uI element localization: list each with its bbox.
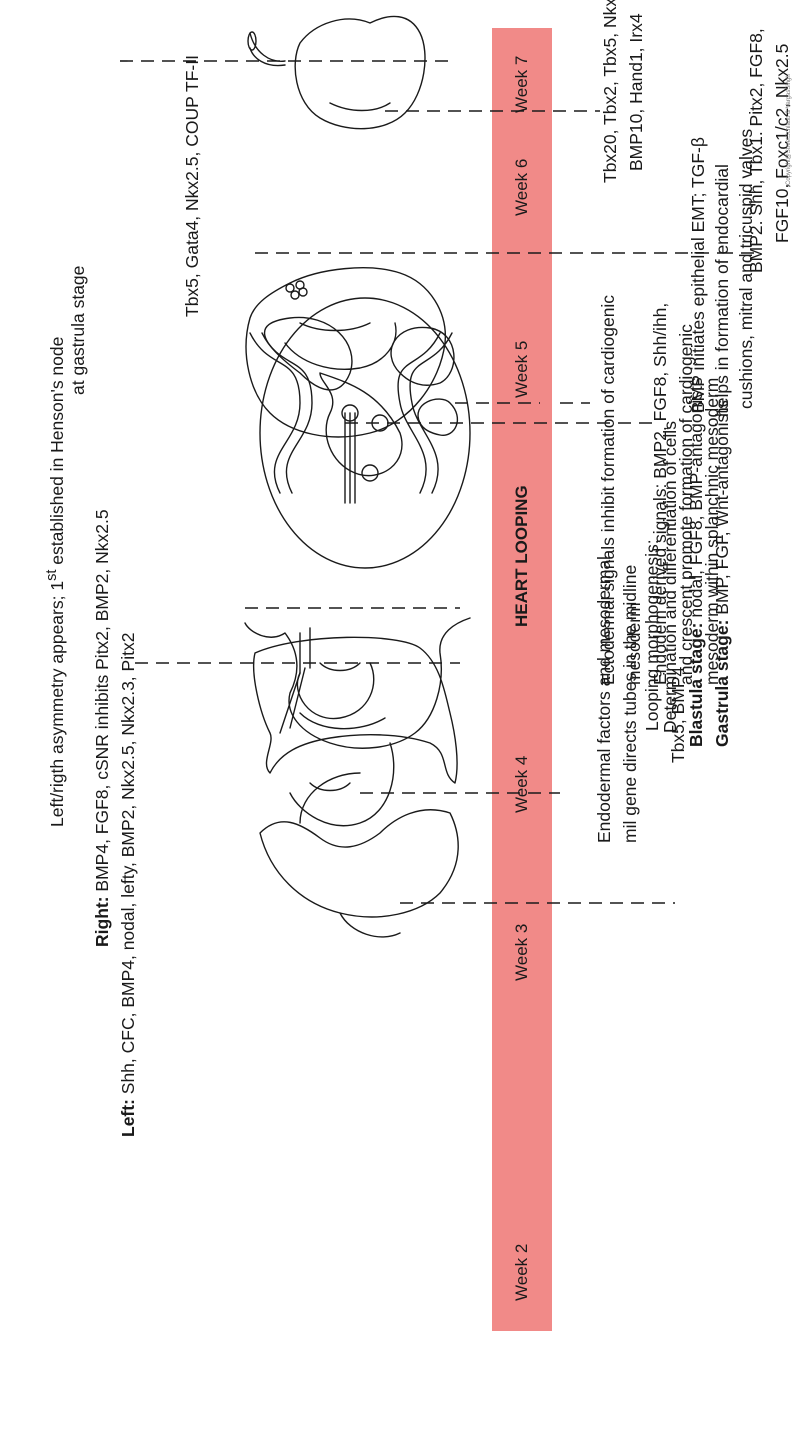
looping-morphogenesis-line1: Looping morphogenesis: [640,539,664,731]
week4-gastrula-stage-line: at gastrula stage [66,266,90,395]
week3-endodermal-line2: mil gene directs tubes in the midline [618,565,642,843]
week7-tbx-line2: BMP10, Hand1, Irx4 [624,13,648,171]
week3-endodermal-line1: Endodermal factors and mesodermal [592,556,616,843]
asymmetry-text-a: Left/rigth asymmetry appears; 1 [47,581,67,827]
right-text: BMP4, FGF8, cSNR inhibits Pitx2, BMP2, N… [92,509,112,896]
left-text: Shh, CFC, BMP4, nodal, lefty, BMP2, Nkx2… [118,633,138,1100]
week2-endoderm-line5: mesoderm within splanchnic mesoderm [700,378,724,685]
asymmetry-text-b: established in Henson's node [47,337,67,570]
looping-morphogenesis-line2: Tbx5, BMP4 [666,667,690,763]
week6-factors-line: Tbx5, Gata4, Nkx2.5, COUP TF-II [180,55,204,317]
asymmetry-sup: st [44,570,60,581]
week4-right-line: Right: BMP4, FGF8, cSNR inhibits Pitx2, … [90,509,114,947]
copyright-notice: Copyright@StreetSchlaub & VargasSingh [786,74,792,185]
left-label: Left: [118,1099,138,1137]
week4-left-line: Left: Shh, CFC, BMP4, nodal, lefty, BMP2… [116,633,140,1137]
week7-tbx-line1: Tbx20, Tbx2, Tbx5, Nkx2.5, [598,0,622,183]
week4-asymmetry-line: Left/rigth asymmetry appears; 1st establ… [40,337,69,827]
week5-bmp-line2: helps in formation of endocardial [710,164,734,417]
week5-bmp-line3: cushions, mitral and tricuspid valves [734,129,758,409]
week5-bmp-line1: BMP initiates epithelial EMT; TGF-β [686,137,710,413]
right-label: Right: [92,896,112,947]
